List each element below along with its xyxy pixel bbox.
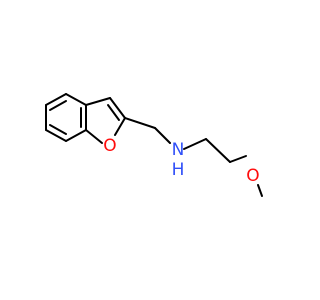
bond-o-ch3: [257, 184, 263, 197]
structure-canvas: O N H O: [45, 93, 263, 197]
bond-n-ch2: [183, 138, 207, 150]
bond-ch2-n: [154, 127, 171, 144]
bond-benzene-1-double: [49, 100, 67, 111]
bond-benzene-4: [65, 129, 87, 142]
bond-benzene-2: [65, 93, 87, 106]
bond-furan-o-c7a: [85, 129, 103, 144]
bond-c2-ch2: [124, 117, 156, 129]
bonds: [45, 93, 263, 197]
methoxy-oxygen-label: O: [246, 166, 259, 186]
bond-furan-c3-c2: [109, 97, 126, 119]
atom-labels: O N H O: [103, 136, 259, 186]
bond-benzene-5: [45, 129, 67, 142]
amine-nitrogen-label: N: [172, 140, 185, 160]
bond-furan-c2-o: [114, 117, 126, 136]
furan-oxygen-label: O: [103, 136, 116, 156]
molecule-structure: O N H O: [45, 93, 263, 197]
bond-ch2-o: [229, 155, 247, 163]
bond-furan-c3a-c3: [85, 97, 111, 106]
bond-benzene-5-double: [49, 124, 67, 135]
bond-ch2-ch2: [205, 138, 231, 163]
bond-furan-c3-c2-double: [107, 104, 120, 121]
bond-benzene-1: [45, 93, 67, 106]
amine-hydrogen-label: H: [172, 160, 185, 180]
